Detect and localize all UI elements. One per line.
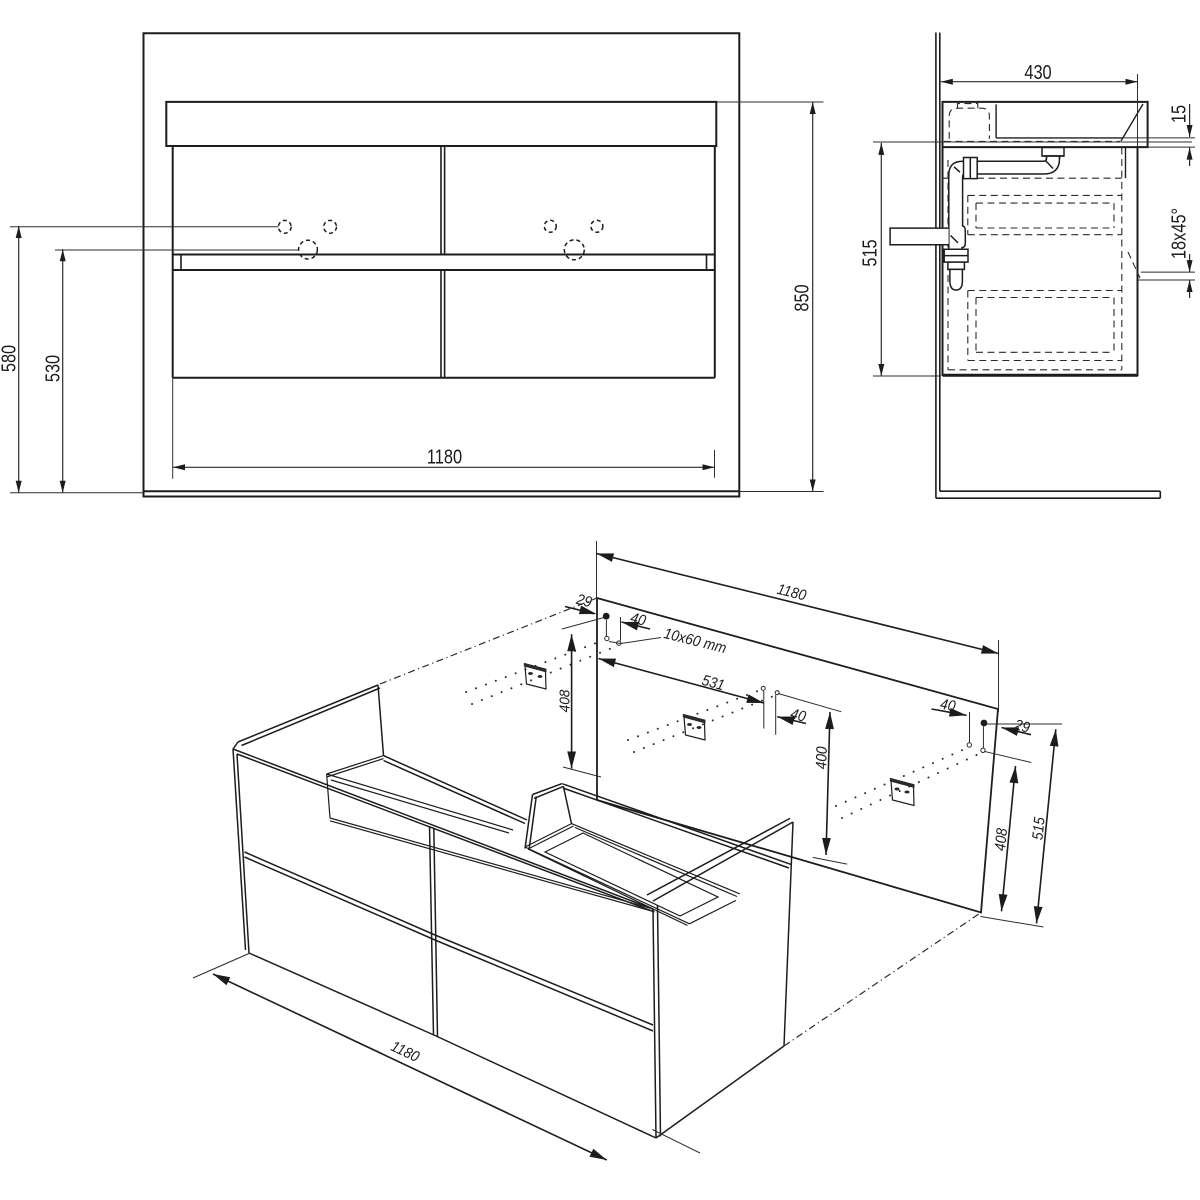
svg-text:18x45°: 18x45° <box>1167 208 1190 259</box>
svg-text:530: 530 <box>41 355 64 382</box>
svg-text:29: 29 <box>574 591 594 611</box>
svg-text:515: 515 <box>858 239 881 266</box>
svg-text:29: 29 <box>1012 717 1032 737</box>
svg-text:430: 430 <box>1024 60 1051 83</box>
svg-text:40: 40 <box>789 706 808 726</box>
svg-text:850: 850 <box>790 284 813 311</box>
svg-text:40: 40 <box>629 610 648 630</box>
svg-text:400: 400 <box>814 746 831 769</box>
svg-text:1180: 1180 <box>775 581 808 604</box>
svg-text:408: 408 <box>557 690 574 713</box>
svg-text:40: 40 <box>939 696 957 715</box>
svg-text:580: 580 <box>0 345 20 372</box>
svg-text:531: 531 <box>700 672 726 694</box>
svg-text:15: 15 <box>1167 105 1190 123</box>
svg-text:515: 515 <box>1030 815 1049 840</box>
svg-text:1180: 1180 <box>427 445 462 468</box>
svg-text:408: 408 <box>992 827 1011 851</box>
